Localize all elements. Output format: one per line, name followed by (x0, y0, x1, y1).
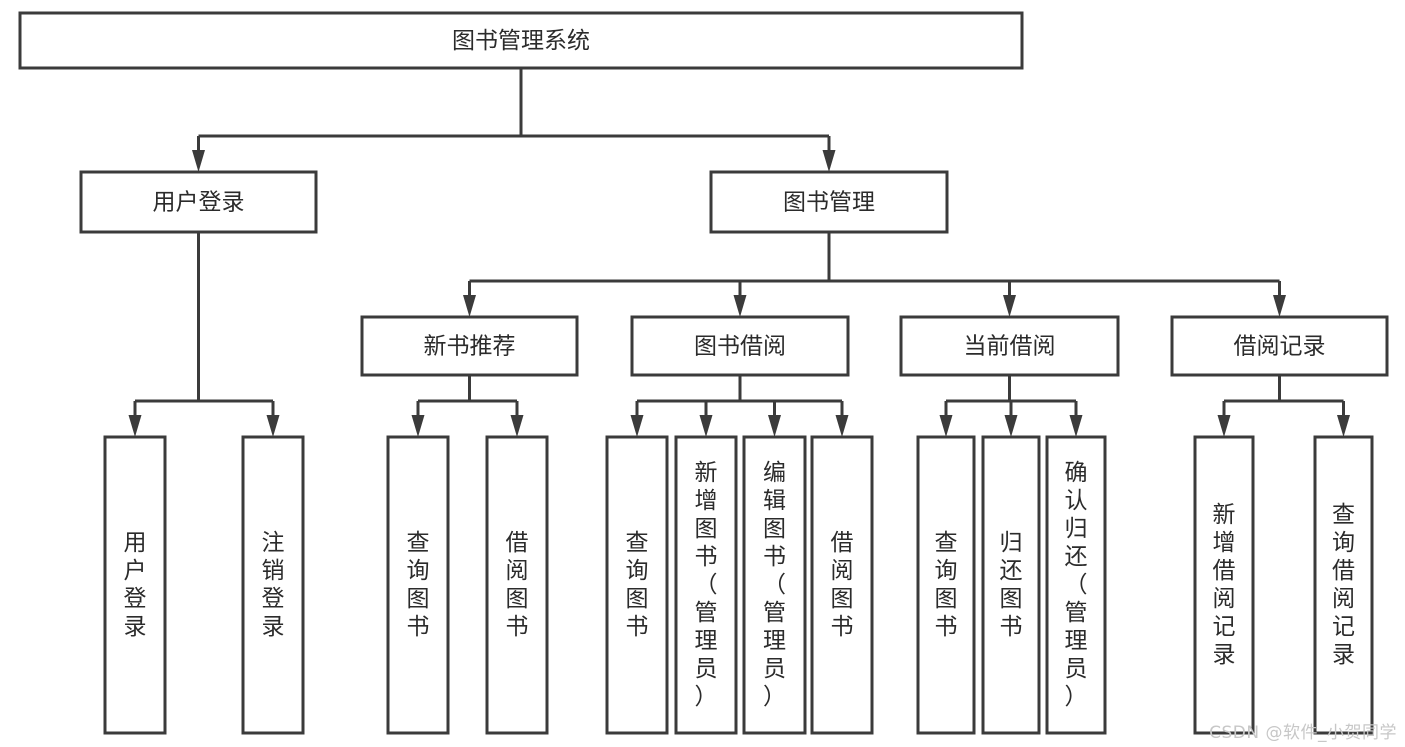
node-box-leaf-add-book (674, 435, 738, 735)
node-box-book-borrow (630, 315, 850, 377)
arrow-head-icon (128, 415, 142, 437)
node-label-borrow-record: 借阅记录 (1234, 334, 1326, 360)
node-label-leaf-return-book: 归还图书 (1000, 530, 1023, 640)
node-box-root (18, 11, 1024, 70)
node-box-new-book-recommend (360, 315, 579, 377)
node-leaf-query-book-1[interactable]: 查询图书 (386, 435, 450, 735)
node-book-borrow[interactable]: 图书借阅 (630, 315, 850, 377)
arrow-head-icon (699, 415, 713, 437)
node-leaf-query-book-3[interactable]: 查询图书 (916, 435, 976, 735)
node-label-leaf-borrow-book-1: 借阅图书 (506, 530, 529, 640)
node-leaf-user-login[interactable]: 用户登录 (103, 435, 167, 735)
node-box-leaf-query-record (1313, 435, 1374, 735)
arrow-head-icon (835, 415, 849, 437)
node-box-leaf-borrow-book-2 (810, 435, 874, 735)
node-leaf-confirm-return[interactable]: 确认归还（管理员） (1045, 435, 1107, 735)
arrow-head-icon (939, 415, 953, 437)
arrow-head-icon (1069, 415, 1083, 437)
node-label-new-book-recommend: 新书推荐 (424, 334, 516, 360)
arrow-head-icon (266, 415, 280, 437)
node-box-leaf-query-book-3 (916, 435, 976, 735)
arrow-head-icon (1217, 415, 1231, 437)
node-label-leaf-query-book-1: 查询图书 (407, 530, 430, 640)
arrow-head-icon (463, 295, 476, 317)
arrow-head-icon (733, 295, 747, 317)
node-leaf-query-book-2[interactable]: 查询图书 (605, 435, 669, 735)
node-label-leaf-borrow-book-2: 借阅图书 (831, 530, 854, 640)
node-box-borrow-record (1170, 315, 1389, 377)
node-leaf-borrow-book-2[interactable]: 借阅图书 (810, 435, 874, 735)
node-user-login[interactable]: 用户登录 (79, 170, 318, 234)
arrow-head-icon (510, 415, 524, 437)
node-leaf-add-record[interactable]: 新增借阅记录 (1193, 435, 1255, 735)
arrow-head-icon (1004, 415, 1018, 437)
arrow-head-icon (192, 150, 205, 172)
node-box-leaf-add-record (1193, 435, 1255, 735)
node-current-borrow[interactable]: 当前借阅 (899, 315, 1120, 377)
node-box-leaf-confirm-return (1045, 435, 1107, 735)
node-label-leaf-query-book-2: 查询图书 (626, 530, 649, 640)
node-label-book-borrow: 图书借阅 (694, 334, 786, 360)
node-label-leaf-add-book: 新增图书（管理员） (695, 460, 718, 710)
node-leaf-add-book[interactable]: 新增图书（管理员） (674, 435, 738, 735)
node-label-root: 图书管理系统 (452, 28, 590, 54)
node-box-leaf-user-login (103, 435, 167, 735)
node-label-current-borrow: 当前借阅 (964, 334, 1056, 360)
node-box-leaf-edit-book (742, 435, 807, 735)
node-box-book-manage (709, 170, 949, 234)
node-box-leaf-user-logout (241, 435, 305, 735)
node-box-leaf-borrow-book-1 (485, 435, 549, 735)
node-label-leaf-query-record: 查询借阅记录 (1332, 502, 1355, 668)
node-label-book-manage: 图书管理 (783, 190, 875, 216)
arrow-head-icon (768, 415, 781, 437)
node-label-leaf-edit-book: 编辑图书（管理员） (763, 460, 786, 710)
node-root[interactable]: 图书管理系统 (18, 11, 1024, 70)
node-box-user-login (79, 170, 318, 234)
node-leaf-query-record[interactable]: 查询借阅记录 (1313, 435, 1374, 735)
node-label-leaf-add-record: 新增借阅记录 (1213, 502, 1236, 668)
node-label-user-login: 用户登录 (153, 190, 245, 216)
node-label-leaf-user-login: 用户登录 (124, 530, 147, 640)
arrow-head-icon (1273, 295, 1286, 317)
arrow-head-icon (822, 150, 836, 172)
node-label-leaf-user-logout: 注销登录 (262, 530, 285, 640)
node-leaf-return-book[interactable]: 归还图书 (981, 435, 1041, 735)
node-new-book-recommend[interactable]: 新书推荐 (360, 315, 579, 377)
node-book-manage[interactable]: 图书管理 (709, 170, 949, 234)
node-box-leaf-query-book-2 (605, 435, 669, 735)
arrow-head-icon (1003, 295, 1016, 317)
node-leaf-edit-book[interactable]: 编辑图书（管理员） (742, 435, 807, 735)
node-box-current-borrow (899, 315, 1120, 377)
arrow-head-icon (411, 415, 425, 437)
watermark-label: CSDN @软件_小贺同学 (1209, 723, 1397, 743)
node-leaf-user-logout[interactable]: 注销登录 (241, 435, 305, 735)
node-box-leaf-query-book-1 (386, 435, 450, 735)
node-label-leaf-confirm-return: 确认归还（管理员） (1065, 460, 1088, 710)
connectors-layer (128, 68, 1350, 437)
nodes-layer: 图书管理系统用户登录用户登录注销登录图书管理新书推荐查询图书借阅图书图书借阅查询… (18, 11, 1389, 735)
node-box-leaf-return-book (981, 435, 1041, 735)
arrow-head-icon (1337, 415, 1350, 437)
arrow-head-icon (630, 415, 644, 437)
node-borrow-record[interactable]: 借阅记录 (1170, 315, 1389, 377)
node-label-leaf-query-book-3: 查询图书 (935, 530, 958, 640)
node-leaf-borrow-book-1[interactable]: 借阅图书 (485, 435, 549, 735)
